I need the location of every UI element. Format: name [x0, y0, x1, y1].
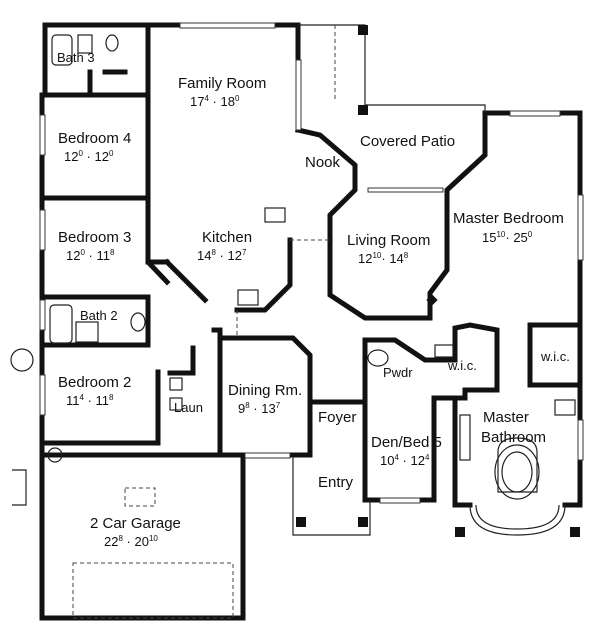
- room-bath3-name: Bath 3: [57, 50, 95, 65]
- window: [577, 194, 584, 261]
- room-den-name: Den/Bed 5: [371, 434, 442, 451]
- room-bedroom3-dims: 120 · 118: [66, 248, 115, 263]
- room-masterbath-name2: Bathroom: [481, 429, 546, 446]
- room-master-name: Master Bedroom: [453, 210, 564, 227]
- room-family-name: Family Room: [178, 75, 266, 92]
- toilet: [105, 34, 119, 52]
- room-masterbath-name: Master: [483, 409, 529, 426]
- windows: [39, 22, 584, 504]
- window: [244, 452, 291, 459]
- room-kitchen-name: Kitchen: [202, 229, 252, 246]
- window: [39, 209, 46, 251]
- room-garage-name: 2 Car Garage: [90, 515, 181, 532]
- water-heater: [47, 447, 63, 463]
- openings: [72, 25, 336, 619]
- window: [577, 419, 584, 461]
- bathtub: [49, 304, 73, 344]
- entry-column: [358, 517, 368, 527]
- room-laun-name: Laun: [174, 400, 203, 415]
- room-wic2-name: w.i.c.: [540, 349, 570, 364]
- window: [295, 59, 302, 131]
- room-nook-name: Nook: [305, 154, 341, 171]
- room-bedroom3-name: Bedroom 3: [58, 229, 131, 246]
- room-bedroom4-name: Bedroom 4: [58, 130, 131, 147]
- window: [39, 374, 46, 416]
- room-dining-dims: 98 · 137: [238, 401, 281, 416]
- room-entry-name: Entry: [318, 474, 354, 491]
- fixtures: [10, 34, 576, 463]
- room-bedroom2-dims: 114 · 118: [66, 393, 114, 408]
- window: [509, 110, 561, 117]
- columns: [296, 25, 580, 537]
- sink: [75, 321, 99, 343]
- room-wic1-name: w.i.c.: [447, 358, 477, 373]
- living-column: [426, 294, 438, 306]
- room-bath2-name: Bath 2: [80, 308, 118, 323]
- bathtub: [51, 34, 73, 66]
- washer: [169, 377, 183, 391]
- dryer: [169, 397, 183, 411]
- room-kitchen-dims: 148 · 127: [197, 248, 247, 263]
- sink: [77, 34, 93, 54]
- patio-column: [358, 25, 368, 35]
- window: [179, 22, 276, 29]
- room-living-dims: 1210· 148: [358, 251, 409, 266]
- room-pwdr-name: Pwdr: [383, 365, 413, 380]
- patio-column: [358, 105, 368, 115]
- window: [367, 187, 444, 193]
- toilet: [367, 349, 389, 367]
- room-patio-name: Covered Patio: [360, 133, 455, 150]
- toilet: [554, 399, 576, 416]
- room-foyer-name: Foyer: [318, 409, 356, 426]
- room-garage-dims: 228 · 2010: [104, 534, 158, 549]
- walls: [39, 22, 583, 621]
- bay-column: [455, 527, 465, 537]
- room-dining-name: Dining Rm.: [228, 382, 302, 399]
- master-bath-bay: [469, 437, 566, 536]
- room-living-name: Living Room: [347, 232, 430, 249]
- toilet: [130, 312, 146, 332]
- room-bedroom2-name: Bedroom 2: [58, 374, 131, 391]
- room-family-dims: 174 · 180: [190, 94, 240, 109]
- room-den-dims: 104 · 124: [380, 453, 430, 468]
- sink: [434, 344, 454, 358]
- window: [39, 299, 46, 331]
- window: [39, 114, 46, 156]
- meter: [10, 348, 34, 372]
- cooktop: [264, 207, 286, 223]
- bay-column: [570, 527, 580, 537]
- vanity: [459, 414, 471, 461]
- window: [379, 497, 421, 504]
- entry-column: [296, 517, 306, 527]
- room-bedroom4-dims: 120 · 120: [64, 149, 114, 164]
- sink: [237, 289, 259, 306]
- room-master-dims: 1510· 250: [482, 230, 533, 245]
